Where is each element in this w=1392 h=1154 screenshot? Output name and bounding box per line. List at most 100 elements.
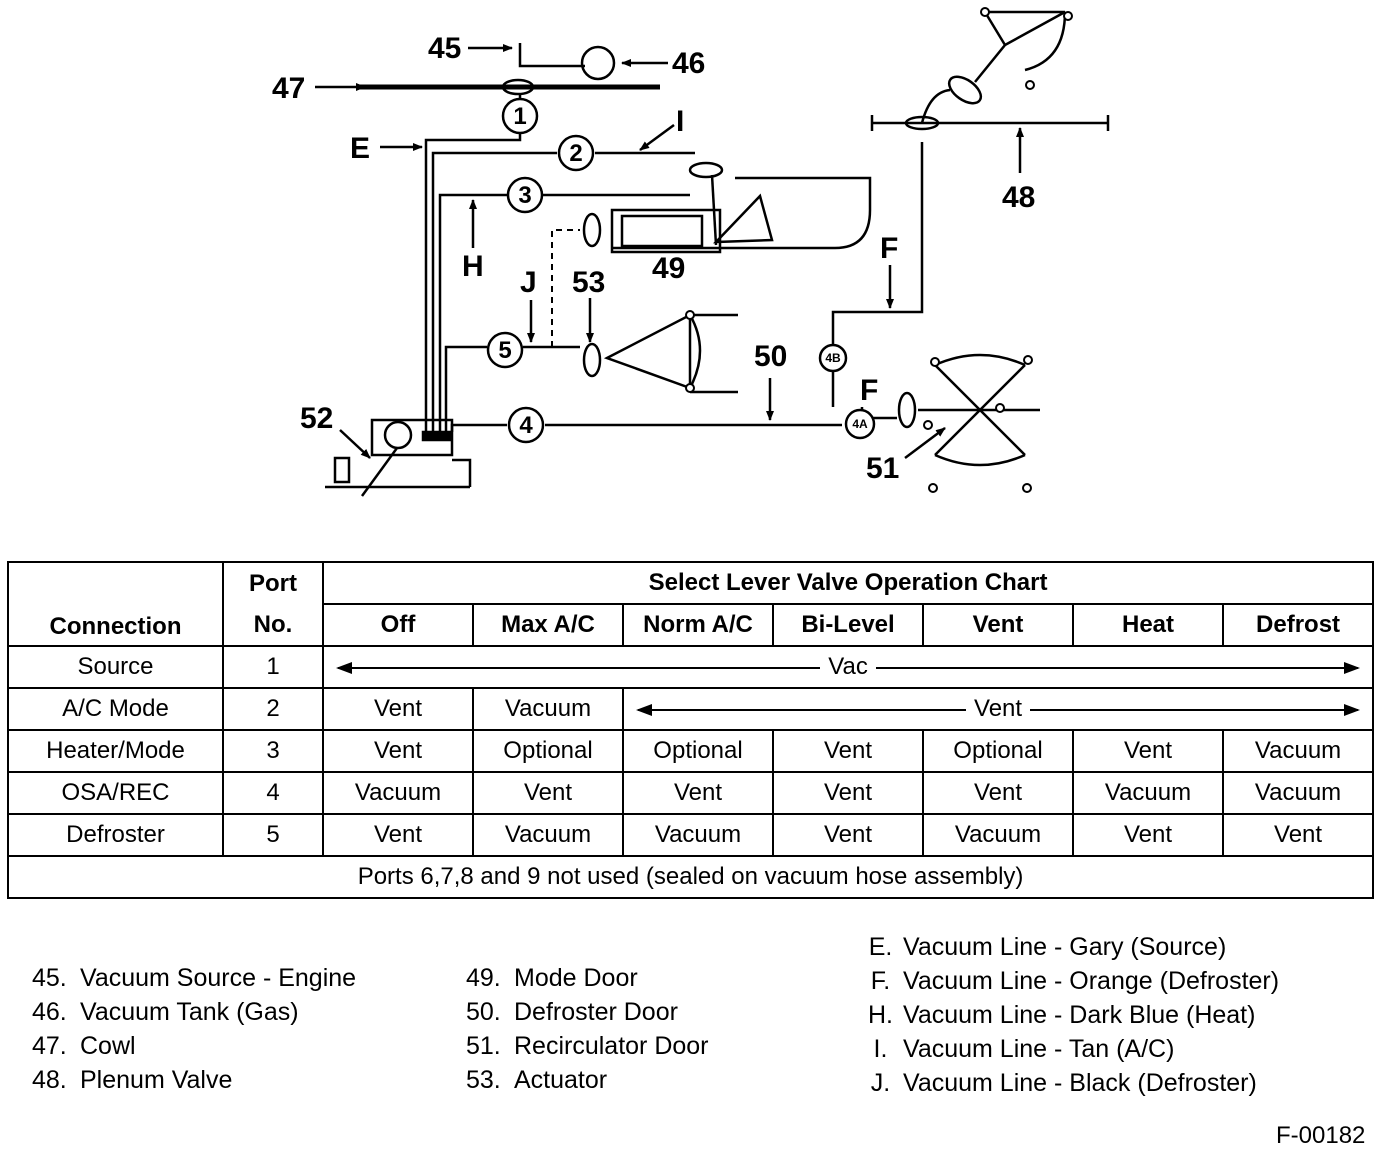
- legend-key: F.: [870, 967, 891, 995]
- table-row: Source 1 Vac: [7, 645, 1375, 689]
- row-port: 5: [222, 813, 324, 857]
- chart-footnote: Ports 6,7,8 and 9 not used (sealed on va…: [6, 855, 1375, 899]
- cell: Vent: [322, 687, 474, 731]
- legend-text: Vacuum Line - Tan (A/C): [903, 1035, 1175, 1063]
- callout-51: 51: [866, 452, 899, 485]
- callout-53: 53: [572, 266, 605, 299]
- hose-osa-rec: [450, 423, 507, 432]
- callout-h: H: [462, 250, 484, 283]
- port-4b-label: 4B: [825, 351, 841, 365]
- table-footnote-row: Ports 6,7,8 and 9 not used (sealed on va…: [6, 855, 1375, 899]
- span-arrow-cell: Vac: [321, 645, 1375, 689]
- cell: Vacuum: [1221, 771, 1375, 815]
- callout-45: 45: [428, 32, 461, 65]
- row-connection: OSA/REC: [7, 771, 224, 815]
- callout-49: 49: [652, 252, 685, 285]
- legend-item: 49.Mode Door: [466, 961, 709, 995]
- row-connection: Source: [7, 645, 224, 689]
- cell: Vent: [622, 771, 774, 815]
- legend-item: I.Vacuum Line - Tan (A/C): [858, 1032, 1279, 1066]
- legend-key: 51.: [466, 1032, 501, 1060]
- callout-e: E: [350, 132, 370, 165]
- port-1-label: 1: [513, 103, 526, 130]
- hose-e-source: [424, 133, 522, 432]
- callout-i: I: [676, 105, 684, 138]
- cell: Vent: [1072, 813, 1224, 857]
- legend-key: 49.: [466, 964, 501, 992]
- header-position-off: Off: [322, 603, 474, 647]
- engine-vacuum-line: [518, 43, 585, 68]
- cell: Vacuum: [622, 813, 774, 857]
- legend-text: Recirculator Door: [514, 1032, 709, 1060]
- vacuum-system-diagram: 1 2 3 5 4 4B 4A 45 46 47 E I 48 H 49 F J…: [272, 7, 1110, 497]
- callout-52: 52: [300, 402, 333, 435]
- row-port: 3: [222, 729, 324, 773]
- hose-f-orange: [831, 142, 924, 407]
- callout-50: 50: [754, 340, 787, 373]
- cell: Optional: [922, 729, 1074, 773]
- hose-defroster: [444, 345, 487, 432]
- legend-item: 50.Defroster Door: [466, 995, 709, 1029]
- recirculator-door: [934, 364, 1026, 456]
- defroster-actuator: [582, 342, 602, 378]
- hose-h-heat: [438, 193, 507, 432]
- cell: Vent: [322, 729, 474, 773]
- cell: Vacuum: [472, 813, 624, 857]
- legend-text: Vacuum Tank (Gas): [80, 998, 299, 1026]
- legend-text: Actuator: [514, 1066, 608, 1094]
- legend-vacuum-lines: E. Vacuum Line - Gary (Source) F. Vacuum L…: [858, 930, 1279, 1100]
- operation-chart: Connection Port Select Lever Valve Opera…: [6, 561, 1375, 899]
- legend-text: Vacuum Line - Dark Blue (Heat): [903, 1001, 1256, 1029]
- cell: Vent: [772, 729, 924, 773]
- legend-key: 53.: [466, 1066, 501, 1094]
- port-3-label: 3: [518, 182, 531, 209]
- cell: Vent: [1221, 813, 1375, 857]
- cell: Optional: [472, 729, 624, 773]
- legend-key: J.: [870, 1069, 891, 1097]
- legend-item: 53. Actuator: [466, 1063, 709, 1097]
- cowl-grommet: [501, 78, 535, 96]
- span-value: Vac: [820, 653, 876, 680]
- legend-text: Vacuum Source - Engine: [80, 964, 357, 992]
- callout-f-upper: F: [880, 232, 898, 265]
- legend-item: F. Vacuum Line - Orange (Defroster): [858, 964, 1279, 998]
- legend-key: 47.: [32, 1032, 67, 1060]
- legend-key: 45.: [32, 964, 67, 992]
- cell: Vacuum: [322, 771, 474, 815]
- plenum-actuator: [947, 75, 983, 105]
- header-position-norm-ac: Norm A/C: [622, 603, 774, 647]
- header-connection: Connection: [7, 561, 224, 647]
- legend-key: E.: [868, 933, 893, 961]
- legend-item: 45. Vacuum Source - Engine: [32, 961, 356, 995]
- legend-text: Defroster Door: [514, 998, 678, 1026]
- table-row: Heater/Mode 3 Vent Optional Optional Ven…: [7, 729, 1375, 773]
- legend-item: 46.Vacuum Tank (Gas): [32, 995, 356, 1029]
- table-row: A/C Mode 2 Vent Vacuum Vent: [7, 687, 1375, 731]
- header-position-heat: Heat: [1072, 603, 1224, 647]
- header-position-bi-level: Bi-Level: [772, 603, 924, 647]
- hose-j-black: [551, 229, 580, 347]
- port-4-label: 4: [519, 412, 533, 439]
- header-position-defrost: Defrost: [1221, 603, 1375, 647]
- cell: Vent: [772, 771, 924, 815]
- legend-text: Vacuum Line - Orange (Defroster): [903, 967, 1280, 995]
- row-port: 2: [222, 687, 324, 731]
- recirculator-actuator: [897, 391, 917, 429]
- cell: Vacuum: [1072, 771, 1224, 815]
- cell: Vent: [472, 771, 624, 815]
- cell: Vacuum: [922, 813, 1074, 857]
- legend-text: Cowl: [80, 1032, 136, 1060]
- select-lever: [370, 418, 454, 457]
- vacuum-tank: [580, 45, 616, 81]
- legend-item: E. Vacuum Line - Gary (Source): [858, 930, 1279, 964]
- span-value: Vent: [966, 695, 1031, 722]
- port-2-label: 2: [569, 140, 582, 167]
- cell: Vacuum: [472, 687, 624, 731]
- callout-48: 48: [1002, 181, 1035, 214]
- legend-text: Vacuum Line - Black (Defroster): [903, 1069, 1257, 1097]
- legend-text: Vacuum Line - Gary (Source): [903, 933, 1227, 961]
- cell: Optional: [622, 729, 774, 773]
- legend-components-left: 45. Vacuum Source - Engine 46.Vacuum Tank…: [32, 961, 356, 1097]
- port-5-label: 5: [498, 337, 511, 364]
- legend-components-middle: 49.Mode Door 50.Defroster Door 51. Recirc…: [466, 961, 709, 1097]
